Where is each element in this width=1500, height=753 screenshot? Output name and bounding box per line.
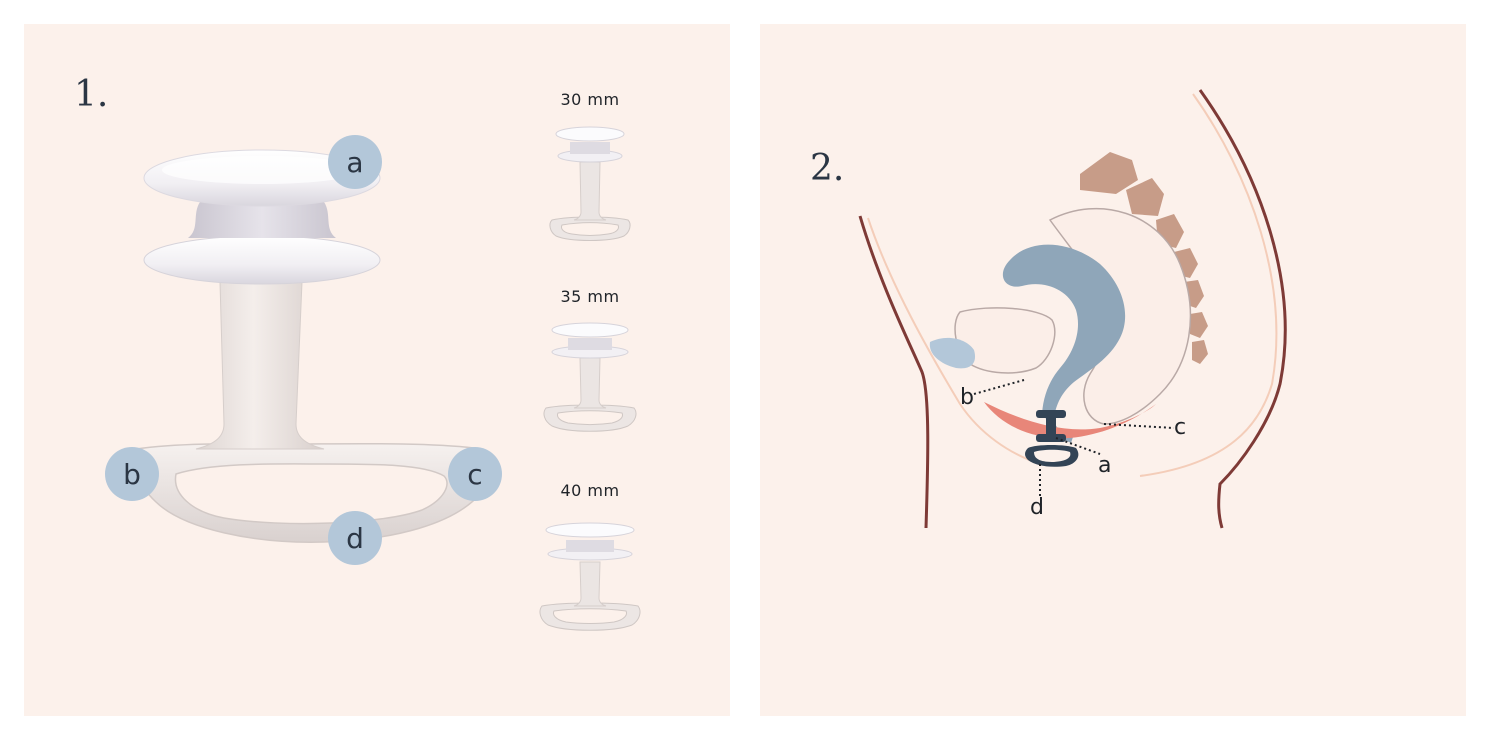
svg-text:c: c xyxy=(467,458,482,491)
callout-c: c xyxy=(448,447,502,501)
device-size-30 xyxy=(549,126,631,241)
anatomy-panel: 2. xyxy=(760,24,1466,716)
uterus xyxy=(1002,244,1126,418)
device-size-40 xyxy=(539,522,641,631)
callout-b: b xyxy=(105,447,159,501)
device-in-position xyxy=(1025,410,1079,467)
anatomy-label-d: d xyxy=(1030,495,1044,520)
panel-number-1: 1. xyxy=(74,74,109,115)
pelvic-floor-muscle xyxy=(984,402,1156,439)
anatomy-label-b: b xyxy=(960,385,974,410)
callout-d: d xyxy=(328,511,382,565)
device-lower-disc xyxy=(143,235,381,285)
panel-number-2: 2. xyxy=(810,148,845,189)
device-illustration: a b c d xyxy=(105,126,641,631)
svg-text:a: a xyxy=(346,146,363,179)
svg-text:b: b xyxy=(123,458,141,491)
device-neck xyxy=(188,202,336,238)
back-outline xyxy=(1198,89,1287,529)
svg-text:d: d xyxy=(346,522,364,555)
device-size-35 xyxy=(543,322,637,432)
size-label-30: 30 mm xyxy=(560,90,620,109)
device-panel: 1. xyxy=(24,24,730,716)
anatomy-label-c: c xyxy=(1174,415,1186,440)
size-label-35: 35 mm xyxy=(560,287,620,306)
front-outline xyxy=(858,215,930,529)
device-stem xyxy=(195,281,325,450)
device-large xyxy=(132,149,492,543)
pubic-bone xyxy=(929,337,976,369)
device-ring xyxy=(132,442,492,543)
pelvis-cross-section: b c a d xyxy=(858,89,1287,529)
callout-a: a xyxy=(328,135,382,189)
anatomy-label-a: a xyxy=(1098,453,1111,478)
size-label-40: 40 mm xyxy=(560,481,620,500)
leader-lines xyxy=(973,379,1175,496)
